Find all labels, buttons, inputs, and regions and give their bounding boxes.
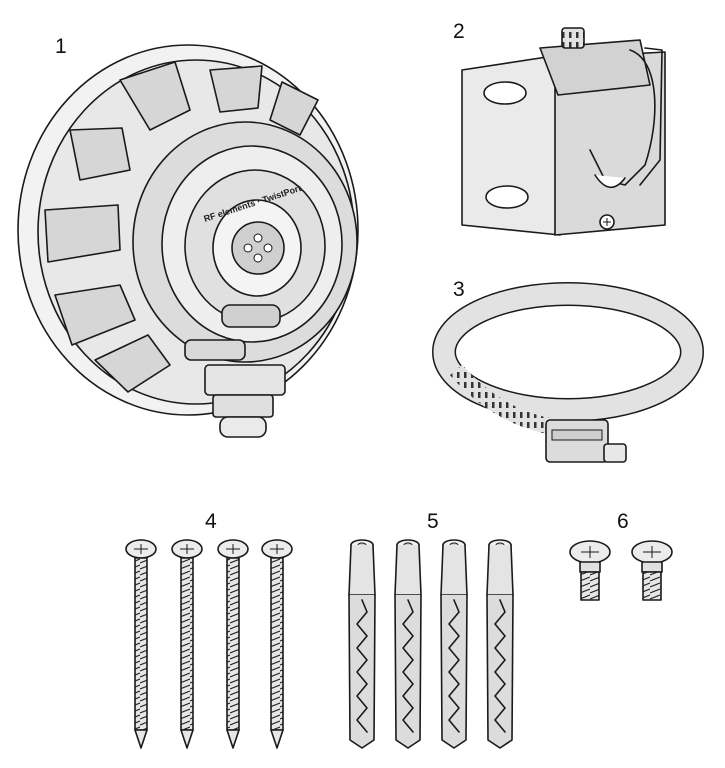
part-number-2: 2 [453,20,465,43]
screw [217,539,249,749]
part-number-3: 3 [453,278,465,301]
part-number-6: 6 [617,510,629,533]
part-number-5: 5 [427,510,439,533]
screw [261,539,293,749]
part-number-4: 4 [205,510,217,533]
bolt [631,540,673,601]
part-number-1: 1 [55,35,67,58]
bolt [569,540,611,601]
antenna: RF elements · TwistPort [17,44,359,438]
bolts-group [569,540,673,601]
wall-plug [486,539,514,749]
screw [171,539,203,749]
wall-plug [440,539,468,749]
wall-plug [348,539,376,749]
screw [125,539,157,749]
wall-plugs-group [348,539,514,749]
hose-clamp [432,282,704,463]
wall-plug [394,539,422,749]
screws-group [125,539,293,749]
mounting-bracket [461,27,666,236]
